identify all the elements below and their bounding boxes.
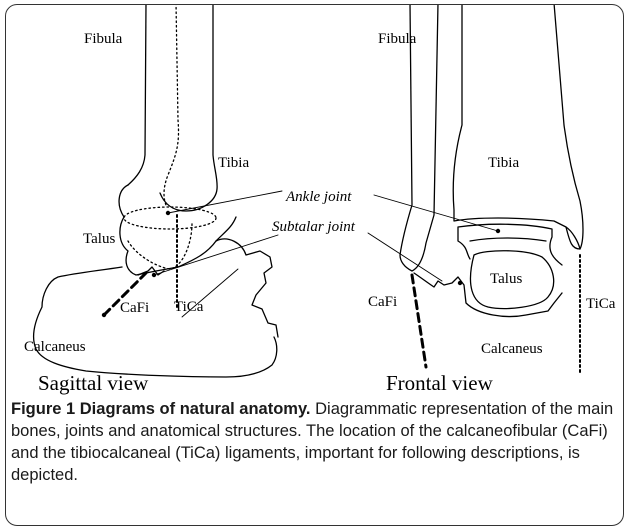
frontal-cafi-ligament — [412, 275, 426, 367]
frontal-tibia-label: Tibia — [488, 155, 519, 171]
sagittal-talus-label: Talus — [83, 231, 115, 247]
frontal-cafi-label: CaFi — [368, 294, 397, 310]
subtalar-joint-marker — [152, 273, 156, 277]
frontal-diagram — [368, 5, 583, 375]
frontal-calcaneus-label: Calcaneus — [481, 341, 543, 357]
frontal-tica-label: TiCa — [586, 296, 616, 312]
sagittal-tica-label: TiCa — [174, 299, 204, 315]
sagittal-ankle-leader — [168, 191, 282, 213]
sagittal-view-title: Sagittal view — [38, 371, 149, 395]
ankle-joint-label: Ankle joint — [285, 189, 352, 205]
ankle-joint-marker — [166, 211, 170, 215]
sagittal-ankle-joint-ellipse — [124, 207, 216, 229]
sagittal-tibia-bone — [128, 5, 217, 211]
sagittal-tibia-label: Tibia — [218, 155, 249, 171]
sagittal-calcaneus-bone — [34, 267, 277, 377]
figure-frame: Fibula Tibia Talus CaFi TiCa Calcaneus A… — [5, 4, 624, 526]
frontal-ankle-joint-marker — [496, 229, 500, 233]
subtalar-joint-label: Subtalar joint — [272, 219, 356, 235]
sagittal-calcaneus-label: Calcaneus — [24, 339, 86, 355]
frontal-talus-label: Talus — [490, 271, 522, 287]
frontal-fibula-label: Fibula — [378, 31, 417, 47]
frontal-subtalar-joint-marker — [458, 281, 462, 285]
sagittal-diagram — [34, 5, 282, 377]
sagittal-fibula-label: Fibula — [84, 31, 123, 47]
frontal-calcaneus-bone — [414, 273, 562, 317]
sagittal-cafi-label: CaFi — [120, 300, 149, 316]
cafi-origin-marker — [102, 313, 106, 317]
sagittal-fibula-bone — [164, 5, 179, 205]
caption-title: Figure 1 Diagrams of natural anatomy. — [11, 400, 311, 418]
frontal-tibia-bone — [453, 5, 583, 249]
anatomy-diagram: Fibula Tibia Talus CaFi TiCa Calcaneus A… — [6, 5, 623, 395]
frontal-view-title: Frontal view — [386, 371, 494, 395]
figure-caption: Figure 1 Diagrams of natural anatomy. Di… — [11, 398, 617, 486]
frontal-subtalar-leader — [368, 233, 442, 281]
sagittal-navicular-bone — [216, 239, 278, 337]
frontal-ankle-leader — [374, 195, 498, 231]
